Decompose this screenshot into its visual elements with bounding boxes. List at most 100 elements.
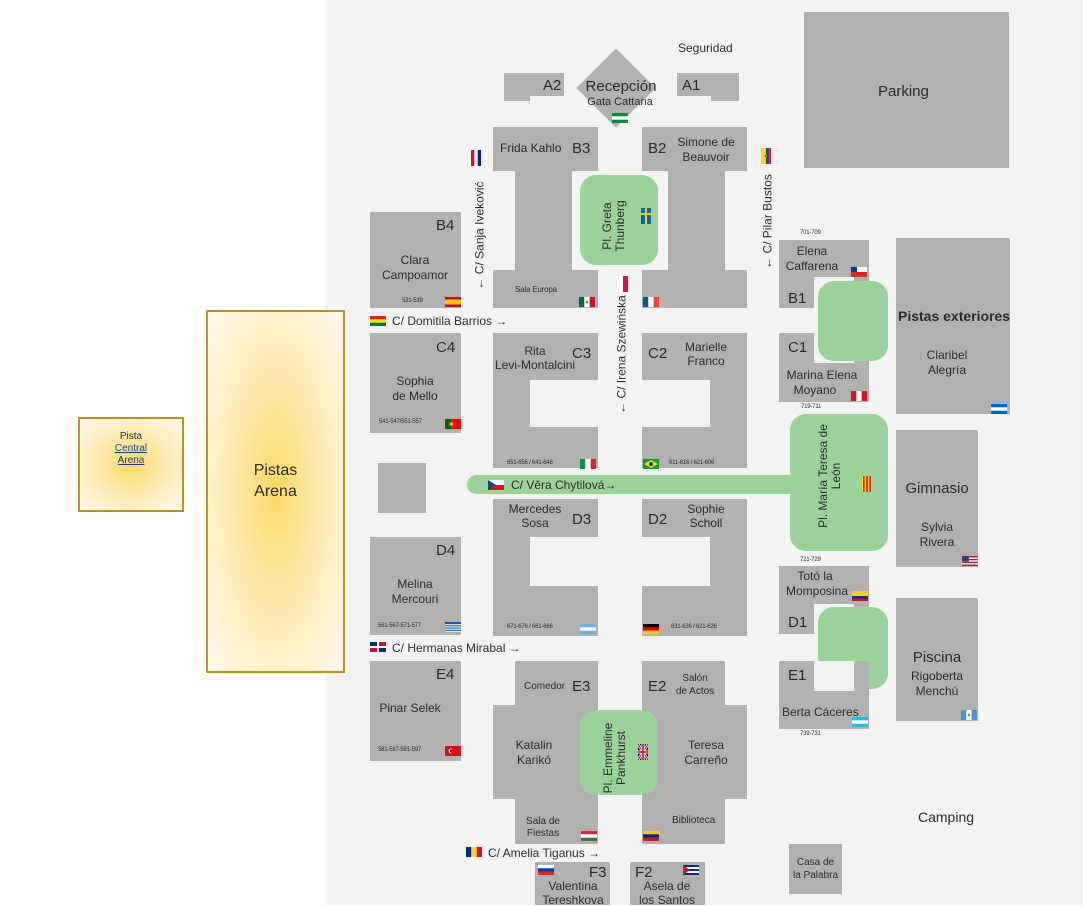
flag-france-icon xyxy=(643,297,659,307)
pista-central-line2[interactable]: Central xyxy=(114,443,148,454)
sylvia-label-2: Rivera xyxy=(919,535,955,549)
flag-chile-icon xyxy=(851,267,867,277)
berta-caceres-label: Berta Cáceres xyxy=(782,705,859,719)
valentina-label-2: Tereshkova xyxy=(542,893,604,907)
camping-label: Camping xyxy=(918,809,975,825)
seguridad-label: Seguridad xyxy=(678,41,733,55)
d3-room-numbers: 671-676 / 661-666 xyxy=(507,624,553,630)
pistas-arena-line2: Arena xyxy=(254,483,297,500)
elena-label-1: Elena xyxy=(796,244,828,258)
c4-label: C4 xyxy=(436,339,456,356)
flag-venezuela-icon xyxy=(643,831,659,841)
sophie-label-2: Scholl xyxy=(689,516,723,530)
building-c2-court xyxy=(642,380,710,427)
a2-label: A2 xyxy=(543,77,562,94)
flag-spain-icon xyxy=(445,297,461,307)
flag-croatia-icon xyxy=(471,150,481,166)
d2-label: D2 xyxy=(648,511,668,528)
pistas-arena[interactable]: Pistas Arena xyxy=(206,310,345,673)
building-e1-notch xyxy=(814,661,854,691)
sala-europa-label: Sala Europa xyxy=(515,285,557,294)
melina-label-2: Mercouri xyxy=(391,592,439,606)
c1-room-numbers: 719-711 xyxy=(801,404,822,410)
e4-room-numbers: 581-587-591-597 xyxy=(378,747,422,753)
greta-label: Pl. Greta Thunberg xyxy=(600,200,627,252)
flag-nicaragua-icon xyxy=(991,404,1007,414)
rita-label-1: Rita xyxy=(524,344,546,358)
casa-label-1: Casa de xyxy=(796,857,835,868)
flag-turkey-icon xyxy=(445,746,461,756)
pista-central-arena[interactable]: Pista Central Arena xyxy=(78,417,184,512)
building-pistas-exteriores[interactable] xyxy=(896,238,1010,414)
valentina-label-1: Valentina xyxy=(548,879,598,893)
building-e2[interactable] xyxy=(642,661,725,707)
c4-room-numbers: 541-547/551-557 xyxy=(379,419,422,425)
building-gimnasio[interactable] xyxy=(896,430,978,567)
pistas-arena-line1: Pistas xyxy=(253,462,298,479)
frida-kahlo-label: Frida Kahlo xyxy=(500,141,562,155)
flag-colombia-icon xyxy=(852,591,868,601)
sophia-label-1: Sophia xyxy=(396,374,434,388)
claribel-label-1: Claribel xyxy=(926,348,968,362)
building-c4[interactable] xyxy=(370,333,461,433)
green-pistas-exteriores[interactable] xyxy=(818,281,888,361)
melina-label-1: Melina xyxy=(397,577,433,591)
pista-central-line1: Pista xyxy=(119,431,143,442)
marina-label-1: Marina Elena xyxy=(786,368,858,382)
gimnasio-label: Gimnasio xyxy=(905,480,969,497)
flag-portugal-icon xyxy=(445,419,461,429)
c2-label: C2 xyxy=(648,345,668,362)
marina-label-2: Moyano xyxy=(793,383,837,397)
building-casa-palabra[interactable] xyxy=(789,844,842,894)
katalin-label-1: Katalin xyxy=(515,738,553,752)
pinar-selek-label: Pinar Selek xyxy=(379,701,441,715)
flag-dominican-icon xyxy=(370,642,386,652)
flag-romania-icon xyxy=(466,847,482,857)
marielle-label-2: Franco xyxy=(687,354,725,368)
building-e3[interactable] xyxy=(515,661,598,707)
piscina-label: Piscina xyxy=(912,649,962,666)
street-domitila-barrios: C/ Domitila Barrios → xyxy=(392,314,508,328)
street-sanja-ivekovic: ← C/ Sanja Iveković xyxy=(472,181,487,290)
flag-germany-icon xyxy=(643,624,659,634)
mercedes-label-1: Mercedes xyxy=(508,502,562,516)
building-b2[interactable] xyxy=(642,127,747,171)
sala-fiestas-label-1: Sala de xyxy=(526,816,560,827)
flag-italy-icon xyxy=(580,459,596,469)
f3-label: F3 xyxy=(589,864,607,881)
b4-label: B4 xyxy=(436,217,455,234)
katalin-label-2: Karikó xyxy=(516,753,551,767)
teresa-label-1: Teresa xyxy=(687,738,725,752)
parking-label: Parking xyxy=(878,83,929,100)
building-d3-court xyxy=(530,537,598,586)
flag-usa-icon xyxy=(962,556,978,566)
sophia-label-2: de Mello xyxy=(392,389,438,403)
simone-label-1: Simone de xyxy=(677,135,735,149)
building-d2-court xyxy=(642,537,710,586)
flag-honduras-icon xyxy=(852,717,868,727)
flag-bolivia-icon xyxy=(370,316,386,326)
b1-label: B1 xyxy=(788,290,807,307)
building-b3[interactable] xyxy=(493,127,598,171)
sala-fiestas-label-2: Fiestas xyxy=(526,828,560,839)
flag-mexico-icon xyxy=(579,297,595,307)
c3-room-numbers: 651-656 / 641-648 xyxy=(507,460,553,466)
asela-label-2: los Santos xyxy=(638,893,696,907)
flag-uk-icon xyxy=(638,744,648,760)
d4-room-numbers: 561-567-571-577 xyxy=(378,623,422,629)
d2-room-numbers: 631-636 / 621-626 xyxy=(671,624,717,630)
d1-room-numbers: 721-729 xyxy=(800,557,821,563)
d4-label: D4 xyxy=(436,542,456,559)
building-e4[interactable] xyxy=(370,661,461,761)
building-b4[interactable] xyxy=(370,212,461,308)
clara-label-2: Campoamor xyxy=(381,268,449,282)
f2-label: F2 xyxy=(635,864,653,881)
building-parking[interactable] xyxy=(804,12,1009,168)
rigoberta-label-1: Rigoberta xyxy=(910,669,964,683)
biblioteca-label: Biblioteca xyxy=(672,815,716,826)
pista-central-line3[interactable]: Arena xyxy=(117,455,145,466)
building-piscina[interactable] xyxy=(896,598,978,721)
pistas-exteriores-label: Pistas exteriores xyxy=(898,308,1011,324)
building-d4[interactable] xyxy=(370,537,461,635)
b2-label: B2 xyxy=(648,140,667,157)
